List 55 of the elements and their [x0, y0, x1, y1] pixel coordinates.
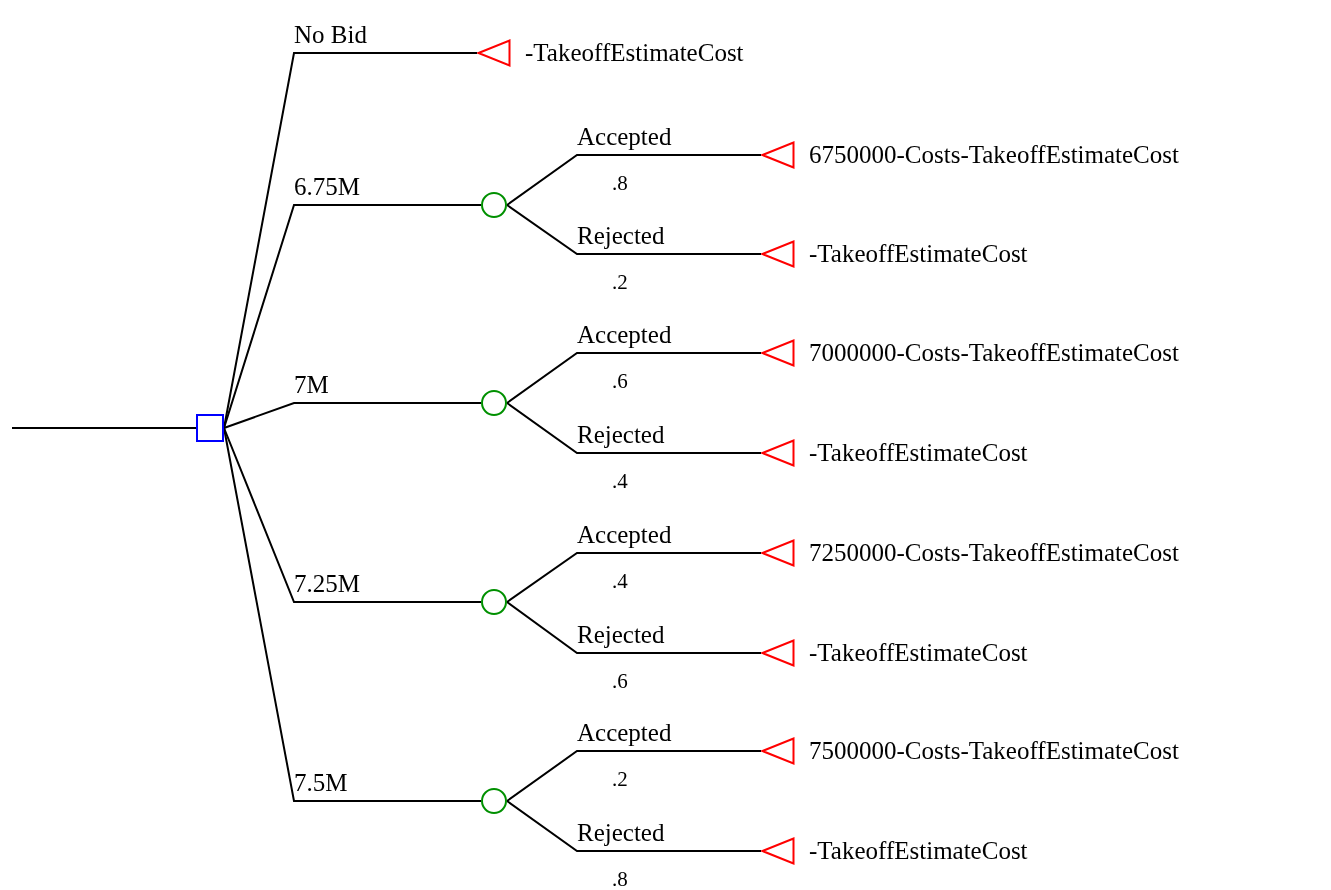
terminal-triangle [761, 737, 795, 765]
branch-label: No Bid [294, 21, 367, 49]
branch-line [506, 204, 762, 255]
branch-label: 7.25M [294, 570, 360, 598]
chance-node [481, 192, 507, 218]
branch-line [506, 601, 762, 654]
probability-label: .4 [612, 469, 628, 493]
chance-node [481, 788, 507, 814]
payoff-label: 7000000-Costs-TakeoffEstimateCost [809, 338, 1179, 368]
chance-node [481, 589, 507, 615]
payoff-label: 7250000-Costs-TakeoffEstimateCost [809, 538, 1179, 568]
payoff-label: 7500000-Costs-TakeoffEstimateCost [809, 736, 1179, 766]
branch-label: 7.5M [294, 769, 348, 797]
branch-label: Accepted [577, 719, 672, 747]
probability-label: .2 [612, 767, 628, 791]
branch-line [506, 552, 762, 603]
probability-label: .6 [612, 369, 628, 393]
payoff-label: 6750000-Costs-TakeoffEstimateCost [809, 140, 1179, 170]
probability-label: .2 [612, 270, 628, 294]
terminal-triangle [761, 639, 795, 667]
branch-line [506, 750, 762, 802]
payoff-label: -TakeoffEstimateCost [809, 836, 1028, 866]
branch-line [506, 402, 762, 454]
branch-line [506, 800, 762, 852]
branch-label: 6.75M [294, 173, 360, 201]
probability-label: .8 [612, 171, 628, 195]
terminal-triangle [477, 39, 511, 67]
terminal-triangle [761, 439, 795, 467]
probability-label: .4 [612, 569, 628, 593]
probability-label: .6 [612, 669, 628, 693]
branch-label: Accepted [577, 321, 672, 349]
branch-line [11, 427, 197, 429]
decision-node [196, 414, 224, 442]
payoff-label: -TakeoffEstimateCost [809, 239, 1028, 269]
branch-label: Accepted [577, 521, 672, 549]
branch-line [223, 427, 482, 603]
payoff-label: -TakeoffEstimateCost [809, 638, 1028, 668]
payoff-label: -TakeoffEstimateCost [809, 438, 1028, 468]
terminal-triangle [761, 141, 795, 169]
probability-label: .8 [612, 867, 628, 890]
branch-line [506, 154, 762, 206]
terminal-triangle [761, 339, 795, 367]
branch-label: Accepted [577, 123, 672, 151]
branch-line [223, 402, 482, 429]
chance-node [481, 390, 507, 416]
branch-label: Rejected [577, 621, 665, 649]
terminal-triangle [761, 240, 795, 268]
branch-label: Rejected [577, 819, 665, 847]
terminal-triangle [761, 837, 795, 865]
branch-line [506, 352, 762, 404]
terminal-triangle [761, 539, 795, 567]
branch-label: Rejected [577, 222, 665, 250]
branch-label: 7M [294, 371, 329, 399]
branch-label: Rejected [577, 421, 665, 449]
payoff-label: -TakeoffEstimateCost [525, 38, 744, 68]
